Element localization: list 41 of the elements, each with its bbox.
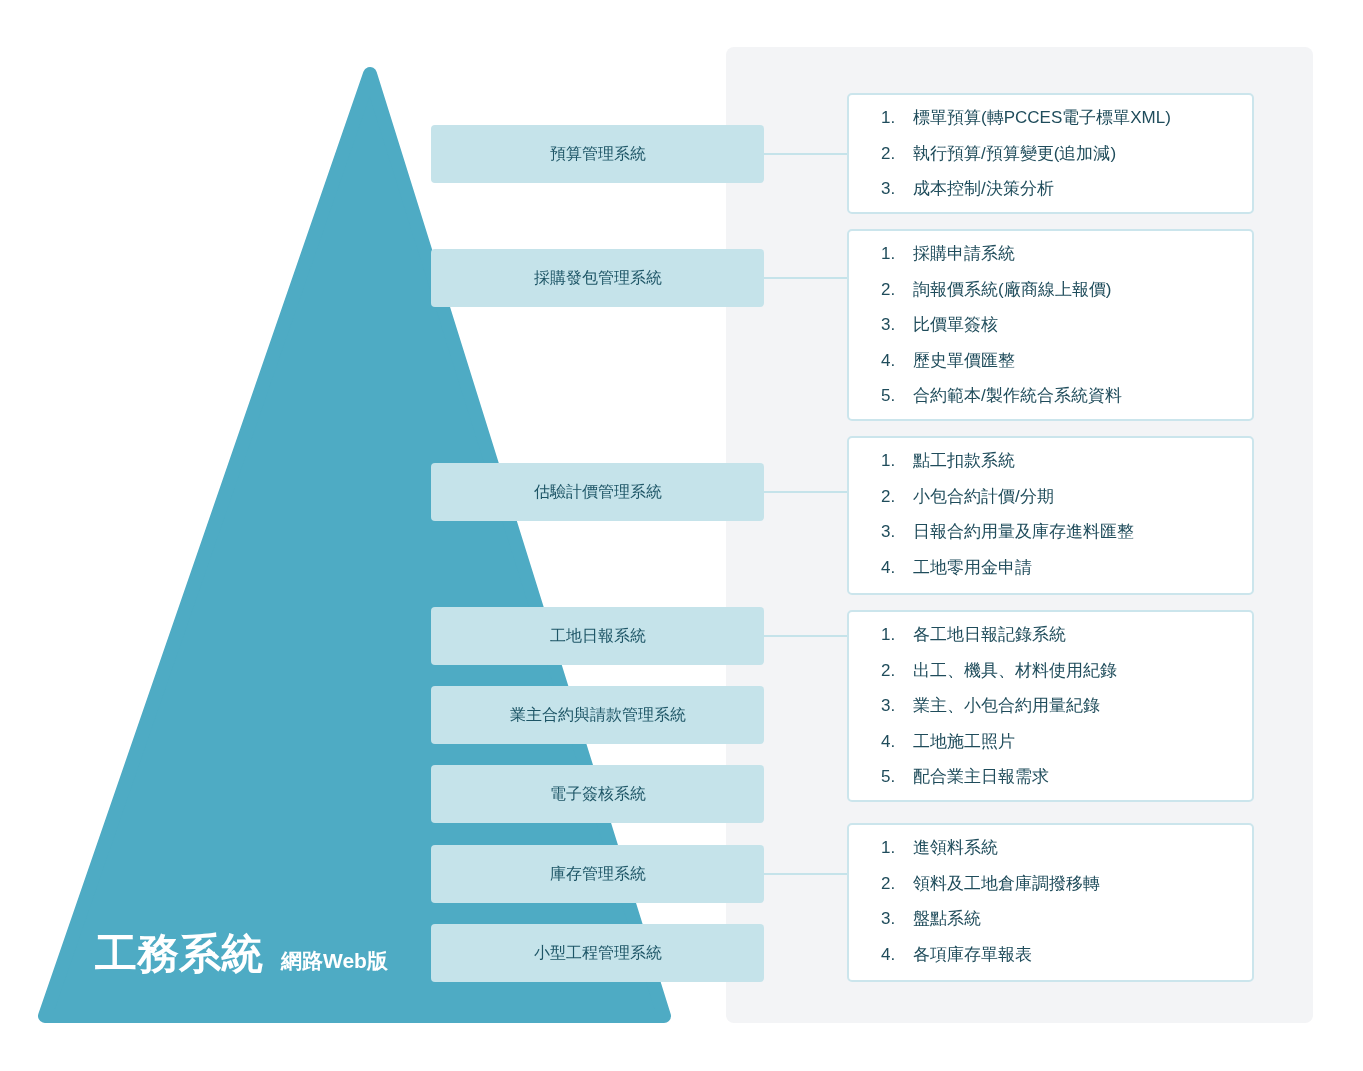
list-item: 2. 領料及工地倉庫調撥移轉	[881, 872, 1100, 895]
list-item: 1. 各工地日報記錄系統	[881, 624, 1066, 646]
list-item: 4. 工地施工照片	[881, 730, 1015, 753]
list-box	[847, 229, 1254, 421]
list-item: 5. 配合業主日報需求	[881, 766, 1049, 788]
system-box: 採購發包管理系統	[431, 249, 764, 307]
connector-line	[763, 277, 848, 279]
list-item: 3. 日報合約用量及庫存進料匯整	[881, 521, 1134, 543]
system-box: 工地日報系統	[431, 607, 764, 665]
system-box: 電子簽核系統	[431, 765, 764, 823]
list-item: 2. 出工、機具、材料使用紀錄	[881, 659, 1117, 682]
list-item: 4. 工地零用金申請	[881, 556, 1032, 579]
list-item: 1. 點工扣款系統	[881, 450, 1015, 472]
list-box	[847, 436, 1254, 595]
connector-line	[763, 635, 848, 637]
list-item: 3. 業主、小包合約用量紀錄	[881, 695, 1100, 717]
list-item: 4. 歷史單價匯整	[881, 349, 1015, 372]
system-box: 業主合約與請款管理系統	[431, 686, 764, 744]
list-item: 2. 執行預算/預算變更(追加減)	[881, 142, 1117, 165]
list-box	[847, 823, 1254, 982]
list-item: 1. 進領料系統	[881, 837, 998, 859]
list-item: 5. 合約範本/製作統合系統資料	[881, 385, 1122, 407]
connector-line	[763, 491, 848, 493]
list-item: 3. 比價單簽核	[881, 314, 998, 336]
list-item: 2. 詢報價系統(廠商線上報價)	[881, 278, 1112, 301]
list-item: 3. 盤點系統	[881, 908, 981, 930]
title-text: 工務系統	[95, 931, 263, 978]
list-item: 1. 標單預算(轉PCCES電子標單XML)	[881, 107, 1171, 129]
subtitle-text: 網路Web版	[281, 949, 388, 973]
list-item: 3. 成本控制/決策分析	[881, 178, 1054, 200]
list-item: 4. 各項庫存單報表	[881, 943, 1032, 966]
system-box: 庫存管理系統	[431, 845, 764, 903]
list-box	[847, 93, 1254, 214]
list-box	[847, 610, 1254, 802]
list-item: 2. 小包合約計價/分期	[881, 485, 1054, 508]
system-box: 小型工程管理系統	[431, 924, 764, 982]
connector-line	[763, 153, 848, 155]
list-item: 1. 採購申請系統	[881, 243, 1015, 265]
system-box: 預算管理系統	[431, 125, 764, 183]
system-box: 估驗計價管理系統	[431, 463, 764, 521]
connector-line	[763, 873, 848, 875]
